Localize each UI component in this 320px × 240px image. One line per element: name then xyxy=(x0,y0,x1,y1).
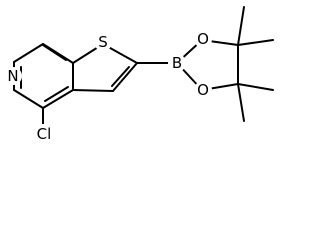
thiophene-ring xyxy=(72,43,138,92)
pyridine-ring xyxy=(13,43,74,109)
bond-c2-c3-inner xyxy=(111,66,130,87)
atom-label-o-upper: O xyxy=(197,30,209,48)
atom-o-lower: O xyxy=(194,81,212,99)
atom-n: N xyxy=(4,67,22,85)
molecule-structure: S N Cl B O O xyxy=(4,6,274,144)
atom-label-o-lower: O xyxy=(197,81,209,99)
bond-c4-c3a-inner xyxy=(44,86,69,102)
methyl-lower-1 xyxy=(237,83,274,91)
atom-label-n: N xyxy=(7,67,18,85)
atom-cl: Cl xyxy=(32,124,56,144)
atom-s: S xyxy=(94,33,112,51)
atom-label-s: S xyxy=(98,33,108,51)
bond-c3-c3a xyxy=(72,89,114,92)
methyl-groups xyxy=(237,6,274,122)
atom-label-b: B xyxy=(172,54,182,72)
atom-label-cl: Cl xyxy=(37,125,52,143)
bond-c7-c6 xyxy=(13,43,44,63)
atom-b: B xyxy=(168,54,186,72)
bond-c2-c3 xyxy=(112,62,138,92)
bond-c4-c3a xyxy=(42,89,74,109)
methyl-lower-2 xyxy=(237,83,245,122)
methyl-upper-2 xyxy=(237,39,274,46)
atom-o-upper: O xyxy=(194,30,212,48)
bond-c7-c7-inner xyxy=(42,44,67,61)
methyl-upper-1 xyxy=(237,6,245,46)
bond-n5-c4 xyxy=(13,89,44,109)
